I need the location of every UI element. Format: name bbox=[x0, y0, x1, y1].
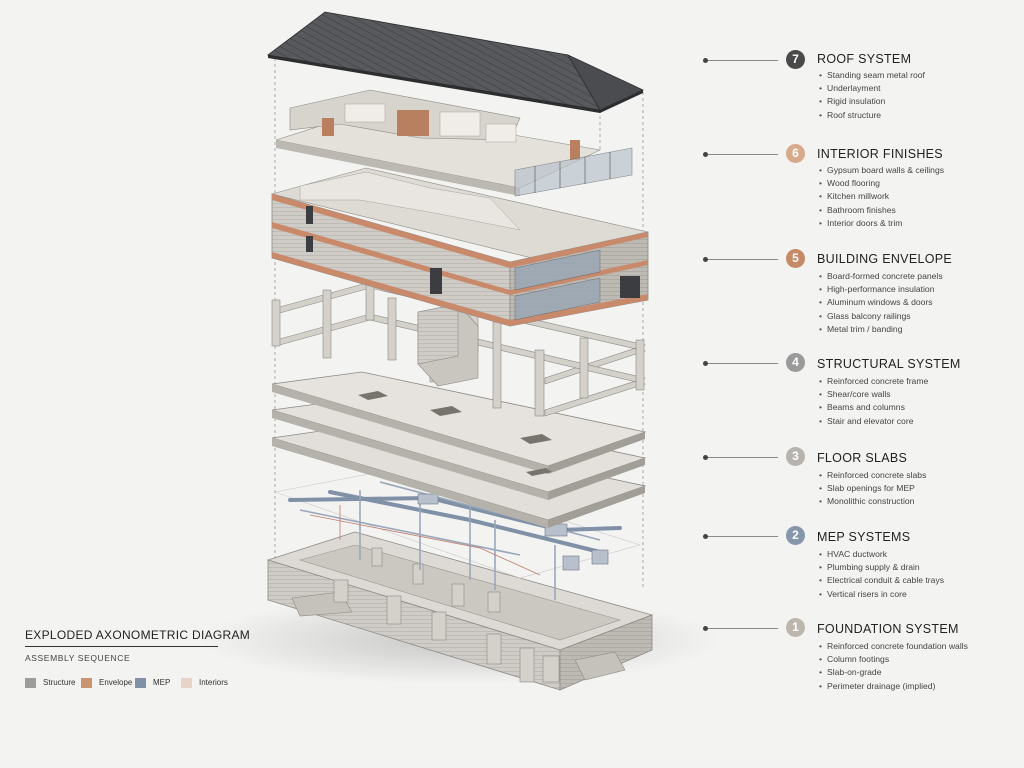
interior-finishes-layer bbox=[275, 89, 633, 197]
leader-line-envelope bbox=[703, 257, 778, 262]
section-list-mep: HVAC ductwork Plumbing supply & drain El… bbox=[819, 548, 944, 601]
section-title-foundation: FOUNDATION SYSTEM bbox=[817, 622, 959, 636]
title-divider bbox=[25, 646, 218, 647]
section-title-mep: MEP SYSTEMS bbox=[817, 530, 911, 544]
diagram-title: EXPLODED AXONOMETRIC DIAGRAM bbox=[25, 628, 251, 642]
list-item: Plumbing supply & drain bbox=[819, 561, 944, 574]
section-list-roof: Standing seam metal roof Underlayment Ri… bbox=[819, 69, 925, 122]
section-list-structural: Reinforced concrete frame Shear/core wal… bbox=[819, 375, 928, 428]
section-list-foundation: Reinforced concrete foundation walls Col… bbox=[819, 640, 968, 693]
legend-label: Envelope bbox=[99, 678, 133, 687]
leader-line-structural bbox=[703, 361, 778, 366]
section-title-floor-slabs: FLOOR SLABS bbox=[817, 451, 908, 465]
legend-swatch bbox=[181, 677, 192, 688]
foundation-layer bbox=[266, 531, 654, 691]
legend-item-interiors: Interiors bbox=[181, 677, 228, 688]
legend-swatch bbox=[25, 677, 36, 688]
list-item: Rigid insulation bbox=[819, 95, 925, 108]
list-item: Beams and columns bbox=[819, 401, 928, 414]
list-item: High-performance insulation bbox=[819, 283, 943, 296]
list-item: Reinforced concrete frame bbox=[819, 375, 928, 388]
list-item: Electrical conduit & cable trays bbox=[819, 574, 944, 587]
list-item: Board-formed concrete panels bbox=[819, 270, 943, 283]
section-title-structural: STRUCTURAL SYSTEM bbox=[817, 357, 961, 371]
legend-item-structure: Structure bbox=[25, 677, 75, 688]
list-item: Roof structure bbox=[819, 109, 925, 122]
list-item: Reinforced concrete foundation walls bbox=[819, 640, 968, 653]
legend-item-envelope: Envelope bbox=[81, 677, 132, 688]
section-title-envelope: BUILDING ENVELOPE bbox=[817, 252, 953, 266]
list-item: Interior doors & trim bbox=[819, 217, 944, 230]
section-list-floor-slabs: Reinforced concrete slabs Slab openings … bbox=[819, 469, 926, 509]
legend-swatch bbox=[81, 677, 92, 688]
list-item: Reinforced concrete slabs bbox=[819, 469, 926, 482]
floor-slabs-layer bbox=[271, 371, 647, 528]
list-item: Perimeter drainage (implied) bbox=[819, 680, 968, 693]
diagram-subtitle: ASSEMBLY SEQUENCE bbox=[25, 653, 131, 663]
legend-item-mep: MEP bbox=[135, 677, 170, 688]
section-list-envelope: Board-formed concrete panels High-perfor… bbox=[819, 270, 943, 336]
building-envelope-layer bbox=[270, 167, 650, 327]
leader-line-roof bbox=[703, 58, 778, 63]
list-item: Glass balcony railings bbox=[819, 310, 943, 323]
section-badge-mep: 2 bbox=[786, 526, 805, 545]
legend-swatch bbox=[135, 677, 146, 688]
list-item: Standing seam metal roof bbox=[819, 69, 925, 82]
list-item: Underlayment bbox=[819, 82, 925, 95]
leader-line-mep bbox=[703, 534, 778, 539]
list-item: Bathroom finishes bbox=[819, 204, 944, 217]
list-item: Gypsum board walls & ceilings bbox=[819, 164, 944, 177]
list-item: Slab openings for MEP bbox=[819, 482, 926, 495]
list-item: Monolithic construction bbox=[819, 495, 926, 508]
list-item: Kitchen millwork bbox=[819, 190, 944, 203]
list-item: Shear/core walls bbox=[819, 388, 928, 401]
list-item: Metal trim / banding bbox=[819, 323, 943, 336]
structural-frame-layer bbox=[271, 279, 647, 417]
list-item: Aluminum windows & doors bbox=[819, 296, 943, 309]
section-badge-floor-slabs: 3 bbox=[786, 447, 805, 466]
legend-label: Structure bbox=[43, 678, 76, 687]
section-badge-roof: 7 bbox=[786, 50, 805, 69]
leader-line-foundation bbox=[703, 626, 778, 631]
section-badge-interior: 6 bbox=[786, 144, 805, 163]
list-item: Slab-on-grade bbox=[819, 666, 968, 679]
list-item: Wood flooring bbox=[819, 177, 944, 190]
section-list-interior: Gypsum board walls & ceilings Wood floor… bbox=[819, 164, 944, 230]
mep-layer bbox=[273, 467, 642, 600]
section-title-roof: ROOF SYSTEM bbox=[817, 52, 912, 66]
leader-line-floor-slabs bbox=[703, 455, 778, 460]
list-item: Stair and elevator core bbox=[819, 415, 928, 428]
leader-line-interior bbox=[703, 152, 778, 157]
legend-label: Interiors bbox=[199, 678, 228, 687]
section-badge-foundation: 1 bbox=[786, 618, 805, 637]
section-title-interior: INTERIOR FINISHES bbox=[817, 147, 943, 161]
list-item: Column footings bbox=[819, 653, 968, 666]
column-footings bbox=[333, 547, 560, 683]
section-badge-structural: 4 bbox=[786, 353, 805, 372]
roof-layer bbox=[267, 11, 644, 113]
list-item: HVAC ductwork bbox=[819, 548, 944, 561]
list-item: Vertical risers in core bbox=[819, 588, 944, 601]
section-badge-envelope: 5 bbox=[786, 249, 805, 268]
legend-label: MEP bbox=[153, 678, 171, 687]
